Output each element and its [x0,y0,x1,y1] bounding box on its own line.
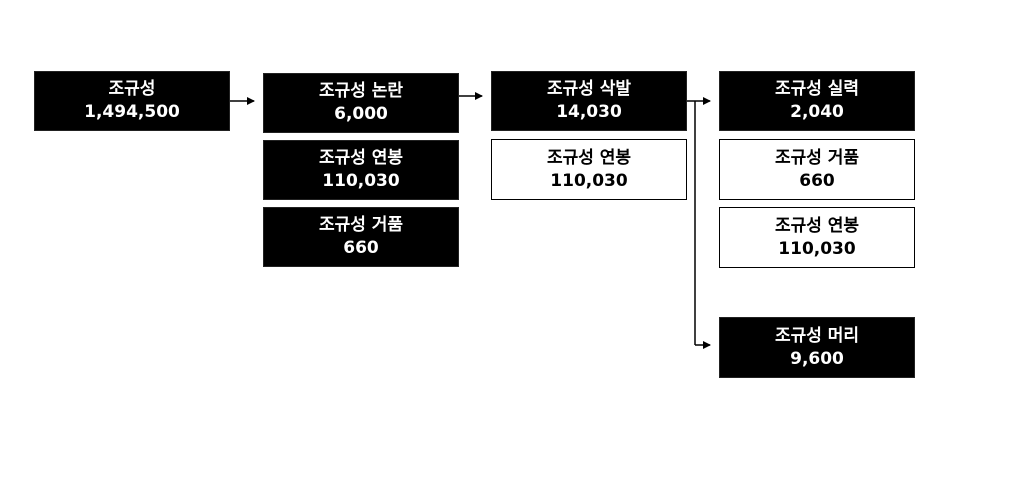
node-bubble-level1-value: 660 [343,238,379,258]
node-salary-level3-title: 조규성 연봉 [774,215,860,236]
node-shaved-head-value: 14,030 [556,102,622,122]
node-bubble-level3-value: 660 [799,170,835,191]
node-skill-title: 조규성 실력 [774,79,860,99]
node-salary-level1-value: 110,030 [322,171,400,191]
node-salary-level1: 조규성 연봉 110,030 [263,140,459,200]
node-controversy-value: 6,000 [334,104,388,124]
node-root: 조규성 1,494,500 [34,71,230,131]
node-shaved-head: 조규성 삭발 14,030 [491,71,687,131]
node-salary-level2-title: 조규성 연봉 [546,147,632,168]
node-root-title: 조규성 [108,79,156,99]
node-salary-level2-value: 110,030 [550,170,628,191]
node-shaved-head-title: 조규성 삭발 [546,79,632,99]
node-bubble-level1: 조규성 거품 660 [263,207,459,267]
node-salary-level3-value: 110,030 [778,238,856,259]
node-root-value: 1,494,500 [84,102,180,122]
node-skill-value: 2,040 [790,102,844,122]
node-salary-level3: 조규성 연봉 110,030 [719,207,915,268]
node-salary-level1-title: 조규성 연봉 [318,148,404,168]
node-hair-value: 9,600 [790,348,844,369]
node-bubble-level1-title: 조규성 거품 [318,215,404,235]
node-controversy-title: 조규성 논란 [318,81,404,101]
node-skill: 조규성 실력 2,040 [719,71,915,131]
node-hair-title: 조규성 머리 [774,325,860,346]
node-hair: 조규성 머리 9,600 [719,317,915,378]
node-controversy: 조규성 논란 6,000 [263,73,459,133]
node-bubble-level3: 조규성 거품 660 [719,139,915,200]
node-bubble-level3-title: 조규성 거품 [774,147,860,168]
node-salary-level2: 조규성 연봉 110,030 [491,139,687,200]
